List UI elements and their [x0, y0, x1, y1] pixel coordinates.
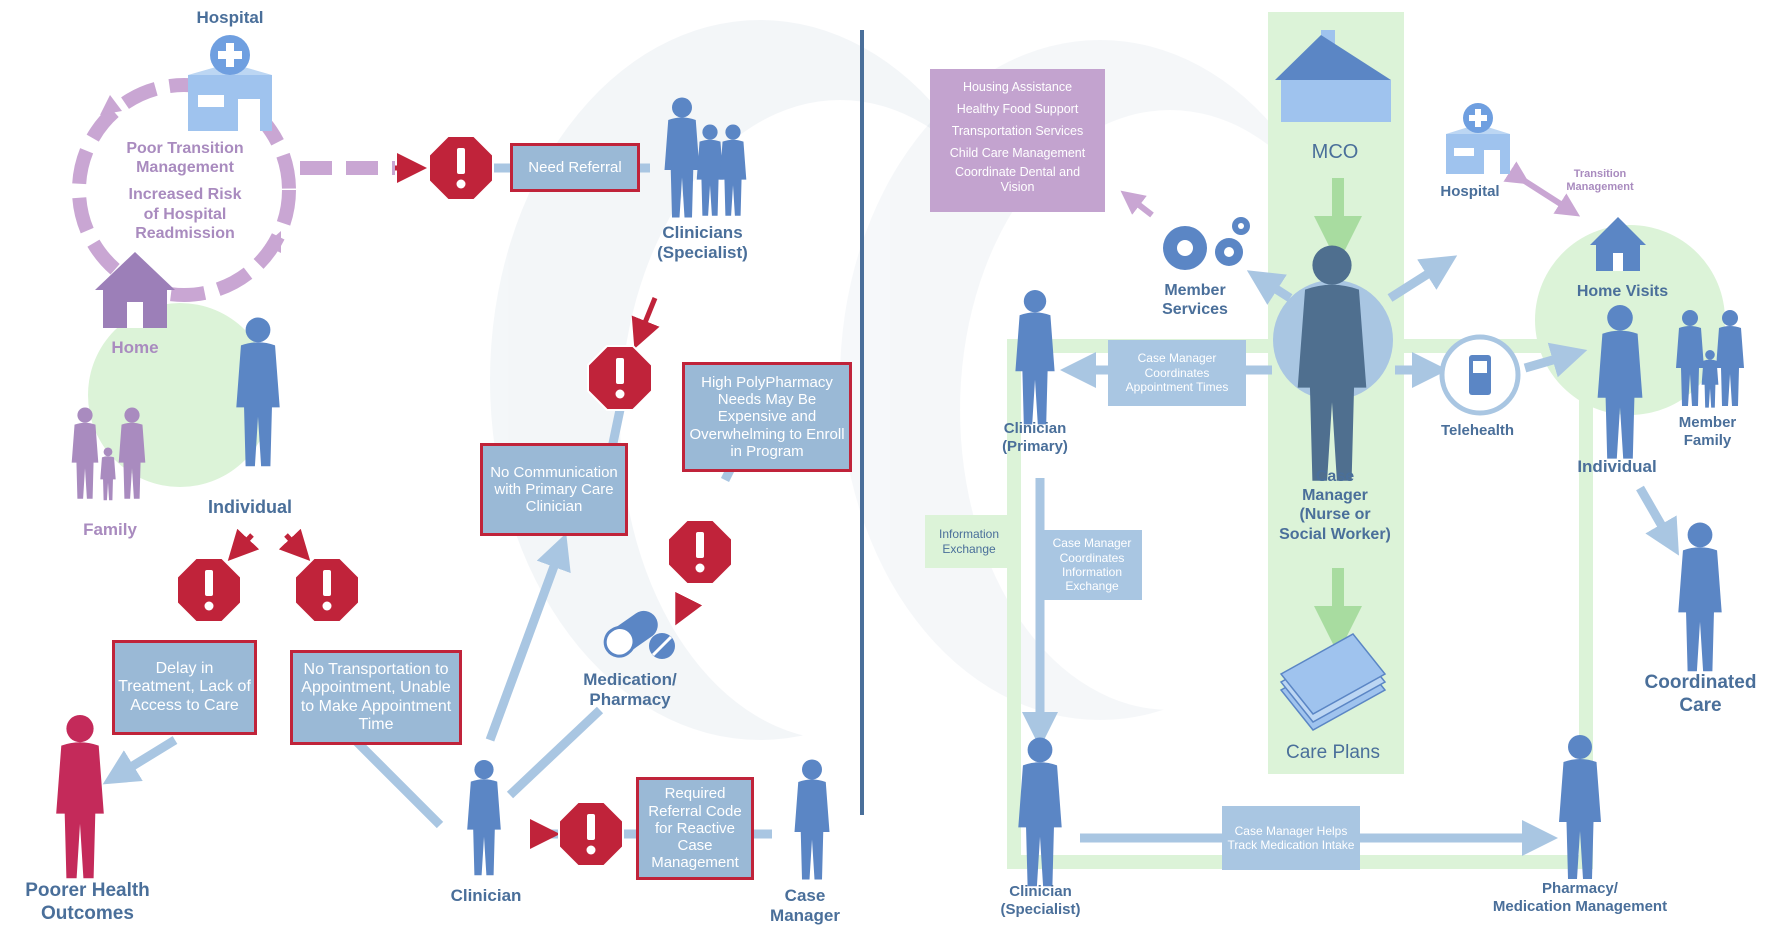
coordinated-care-person-icon — [1678, 522, 1722, 672]
poorer-outcomes-label: Poorer Health Outcomes — [25, 880, 150, 924]
delay-treatment-box: Delay in Treatment, Lack of Access to Ca… — [112, 640, 257, 735]
no-transportation-box: No Transportation to Appointment, Unable… — [290, 650, 462, 745]
alert-stop-icon — [176, 557, 242, 623]
cm-coordinates-appointments-box: Case Manager Coordinates Appointment Tim… — [1108, 340, 1246, 406]
member-services-gears-icon — [1163, 217, 1250, 270]
clinician-specialist-label: Clinician (Specialist) — [1000, 883, 1081, 918]
alert-stop-icon — [667, 519, 733, 585]
telehealth-phone-icon — [1439, 334, 1521, 416]
individual-label: Individual — [207, 497, 292, 517]
service-item: Healthy Food Support — [956, 101, 1079, 116]
care-plans-label: Care Plans — [1286, 742, 1380, 763]
service-item: Coordinate Dental and Vision — [954, 164, 1081, 194]
telehealth-label: Telehealth — [1440, 422, 1515, 439]
member-services-list: Housing Assistance Healthy Food Support … — [930, 69, 1105, 212]
poorer-outcomes-person-icon — [56, 715, 104, 879]
service-item: Child Care Management — [949, 145, 1086, 160]
alert-stop-icon — [558, 801, 624, 867]
need-referral-box: Need Referral — [510, 143, 640, 192]
home-visits-house-icon — [1590, 217, 1646, 271]
no-communication-box: No Communication with Primary Care Clini… — [480, 443, 628, 536]
care-plans-papers-icon — [1279, 633, 1387, 731]
pharmacy-medication-label: Pharmacy/ Medication Management — [1492, 880, 1668, 915]
coordinated-care-label: Coordinated Care — [1644, 672, 1757, 716]
clinicians-specialist-label: Clinicians (Specialist) — [657, 223, 748, 263]
information-exchange-box: Information Exchange — [925, 515, 1013, 568]
medication-pills-icon — [603, 610, 675, 659]
individual-right-label: Individual — [1577, 457, 1657, 476]
case-manager-label: Case Manager (Nurse or Social Worker) — [1279, 468, 1391, 543]
mco-house-icon — [1275, 30, 1391, 122]
transition-cycle-icon — [72, 78, 296, 302]
service-item: Housing Assistance — [962, 80, 1073, 94]
required-referral-code-box: Required Referral Code for Reactive Case… — [636, 777, 754, 880]
member-family-label: Member Family — [1678, 414, 1737, 449]
member-services-label: Member Services — [1162, 282, 1228, 319]
alert-stop-icon — [428, 135, 494, 201]
clinician-person-icon — [467, 760, 501, 876]
service-item: Transportation Services — [951, 123, 1084, 138]
family-label: Family — [83, 520, 137, 539]
home-visits-label: Home Visits — [1576, 283, 1669, 300]
medication-pharmacy-label: Medication/ Pharmacy — [583, 670, 677, 710]
alert-stop-icon — [587, 345, 653, 411]
cycle-text: Poor Transition Management Increased Ris… — [126, 140, 244, 242]
hospital-icon — [1446, 103, 1510, 174]
hospital-right-label: Hospital — [1440, 183, 1500, 200]
home-icon — [95, 252, 175, 328]
alert-stop-icon — [294, 557, 360, 623]
home-label: Home — [111, 338, 159, 357]
case-manager-person-icon — [794, 759, 830, 880]
cm-medication-intake-box: Case Manager Helps Track Medication Inta… — [1222, 806, 1360, 870]
transition-management-label: Transition Management — [1566, 168, 1634, 194]
case-manager-label: Case Manager — [770, 886, 840, 926]
hospital-icon — [188, 35, 272, 131]
clinician-label: Clinician — [450, 886, 522, 905]
hospital-label: Hospital — [196, 8, 264, 27]
mco-label: MCO — [1311, 141, 1359, 163]
cm-information-exchange-box: Case Manager Coordinates Information Exc… — [1042, 530, 1142, 600]
polypharmacy-box: High PolyPharmacy Needs May Be Expensive… — [682, 362, 852, 472]
clinician-primary-label: Clinician (Primary) — [1002, 420, 1068, 455]
